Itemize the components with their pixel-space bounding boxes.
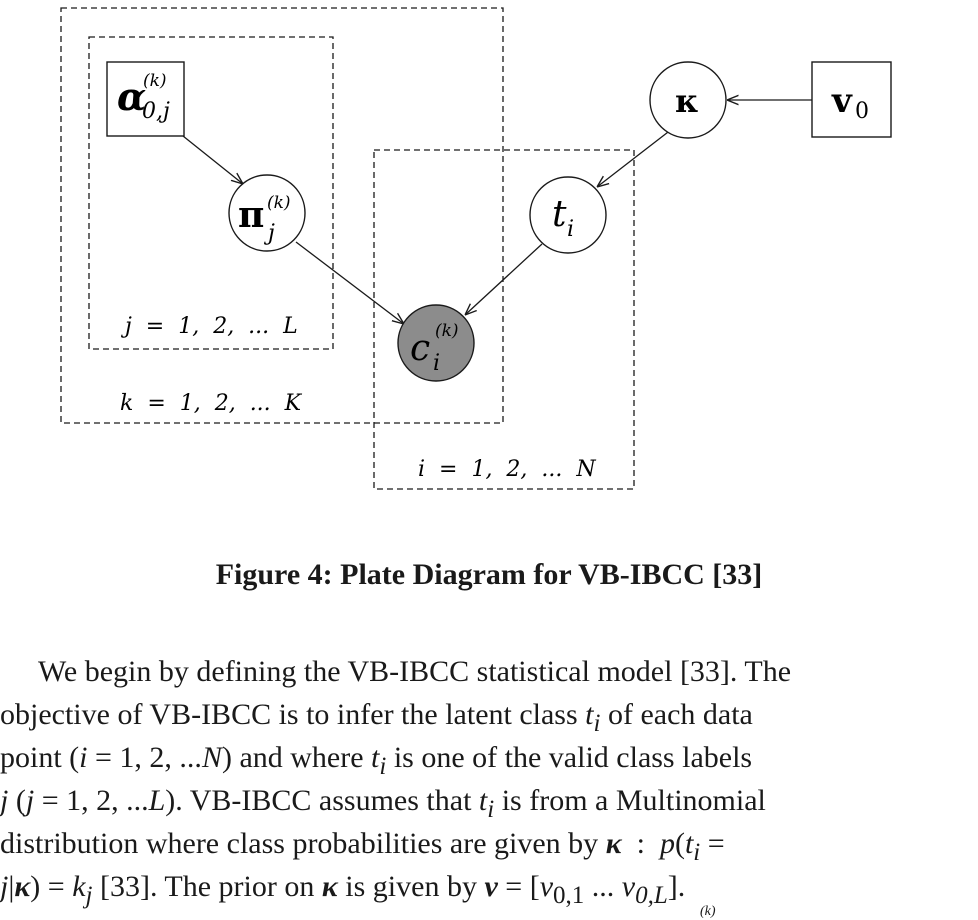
text-run: objective of VB-IBCC is to infer the lat…: [0, 698, 586, 731]
plate-i: [373, 149, 635, 490]
math-t: t: [585, 698, 594, 731]
text-run: of each data: [600, 698, 753, 731]
plate-k-label: k = 1, 2, ... K: [120, 391, 303, 416]
kappa-symbol: κ: [675, 82, 699, 120]
nu-subscript: 0: [855, 99, 869, 124]
paragraph-line-4: j (j = 1, 2, ...L). VB-IBCC assumes that…: [0, 779, 978, 823]
text-run: ].: [667, 870, 686, 903]
node-pi: π (k) j: [228, 174, 306, 252]
text-run: ) =: [30, 870, 73, 903]
edge-alpha-pi: [182, 135, 243, 184]
paragraph-line-6: j|κ) = kj [33]. The prior on κ is given …: [0, 865, 978, 909]
node-kappa: κ: [649, 61, 727, 139]
math-j: j: [25, 784, 35, 817]
edge-pi-c: [295, 241, 404, 324]
math-p: p: [659, 827, 675, 860]
text-run: distribution where class probabilities a…: [0, 827, 606, 860]
cut-off-superscript: (k): [700, 904, 716, 919]
edge-t-c: [465, 243, 543, 315]
math-j: j: [0, 784, 9, 817]
math-L: L: [148, 784, 166, 817]
t-subscript: i: [567, 217, 574, 242]
edge-kappa-t: [597, 128, 673, 187]
paragraph-line-2: objective of VB-IBCC is to infer the lat…: [0, 693, 978, 737]
text-run: is from a Multinomial: [494, 784, 766, 817]
math-sub: 0,L: [635, 882, 668, 909]
math-kappa: κ: [321, 870, 338, 903]
node-alpha: α (k) 0,j: [106, 61, 185, 137]
math-kappa: κ: [14, 870, 31, 903]
c-subscript: i: [433, 351, 440, 376]
text-run: =: [700, 827, 725, 860]
math-k: k: [72, 870, 86, 903]
plate-i-label: i = 1, 2, ... N: [418, 457, 596, 482]
plate-diagram: α (k) 0,j π (k) j t i c (k) i κ v 0 j = …: [60, 7, 892, 490]
figure-caption: Figure 4: Plate Diagram for VB-IBCC [33]: [215, 558, 763, 591]
text-run: = 1, 2, ...: [34, 784, 149, 817]
math-t: t: [371, 741, 380, 774]
math-kappa: κ: [605, 827, 622, 860]
math-sub-i: i: [593, 710, 601, 737]
math-sub: 0,1: [553, 882, 585, 909]
paragraph-line-3: point (i = 1, 2, ...N) and where ti is o…: [0, 736, 978, 780]
paragraph-line-5: distribution where class probabilities a…: [0, 822, 978, 866]
math-sub-i: i: [487, 796, 495, 823]
text-run: ) and where: [221, 741, 372, 774]
text-run: [33]. The prior on: [92, 870, 322, 903]
t-symbol: t: [552, 194, 567, 235]
alpha-superscript: (k): [143, 71, 167, 91]
node-t: t i: [529, 176, 607, 254]
math-t: t: [684, 827, 694, 860]
paragraph-line-1: We begin by defining the VB-IBCC statist…: [38, 655, 792, 688]
text-run: (: [674, 827, 685, 860]
nu-symbol: v: [831, 81, 853, 121]
math-N: N: [201, 741, 222, 774]
c-superscript: (k): [435, 321, 459, 341]
math-i: i: [79, 741, 88, 774]
math-t: t: [478, 784, 488, 817]
text-run: (: [8, 784, 26, 817]
plate-j-label: j = 1, 2, ... L: [120, 314, 298, 339]
text-run: point (: [0, 741, 80, 774]
plate-j: [88, 36, 334, 350]
text-run: is one of the valid class labels: [386, 741, 753, 774]
math-sub-j: j: [85, 882, 93, 909]
text-run: :: [621, 827, 660, 860]
node-nu: v 0: [811, 61, 892, 138]
paragraph: We begin by defining the VB-IBCC statist…: [0, 650, 978, 909]
pi-superscript: (k): [267, 193, 291, 213]
text-run: = [: [497, 870, 540, 903]
c-symbol: c: [410, 328, 430, 369]
math-v: v: [621, 870, 636, 903]
node-c: c (k) i: [397, 304, 475, 382]
math-j: j: [0, 870, 9, 903]
text-run: is given by: [337, 870, 485, 903]
text-run: |: [8, 870, 15, 903]
text-run: ...: [584, 870, 622, 903]
math-sub-i: i: [693, 839, 701, 866]
alpha-subscript: 0,j: [142, 99, 170, 124]
pi-symbol: π: [238, 194, 264, 236]
text-run: ). VB-IBCC assumes that: [165, 784, 479, 817]
math-v: v: [539, 870, 554, 903]
alpha-symbol: α: [117, 74, 146, 119]
math-nu: ν: [484, 870, 498, 903]
plate-k: [60, 7, 504, 424]
text-run: = 1, 2, ...: [87, 741, 202, 774]
math-sub-i: i: [379, 753, 387, 780]
